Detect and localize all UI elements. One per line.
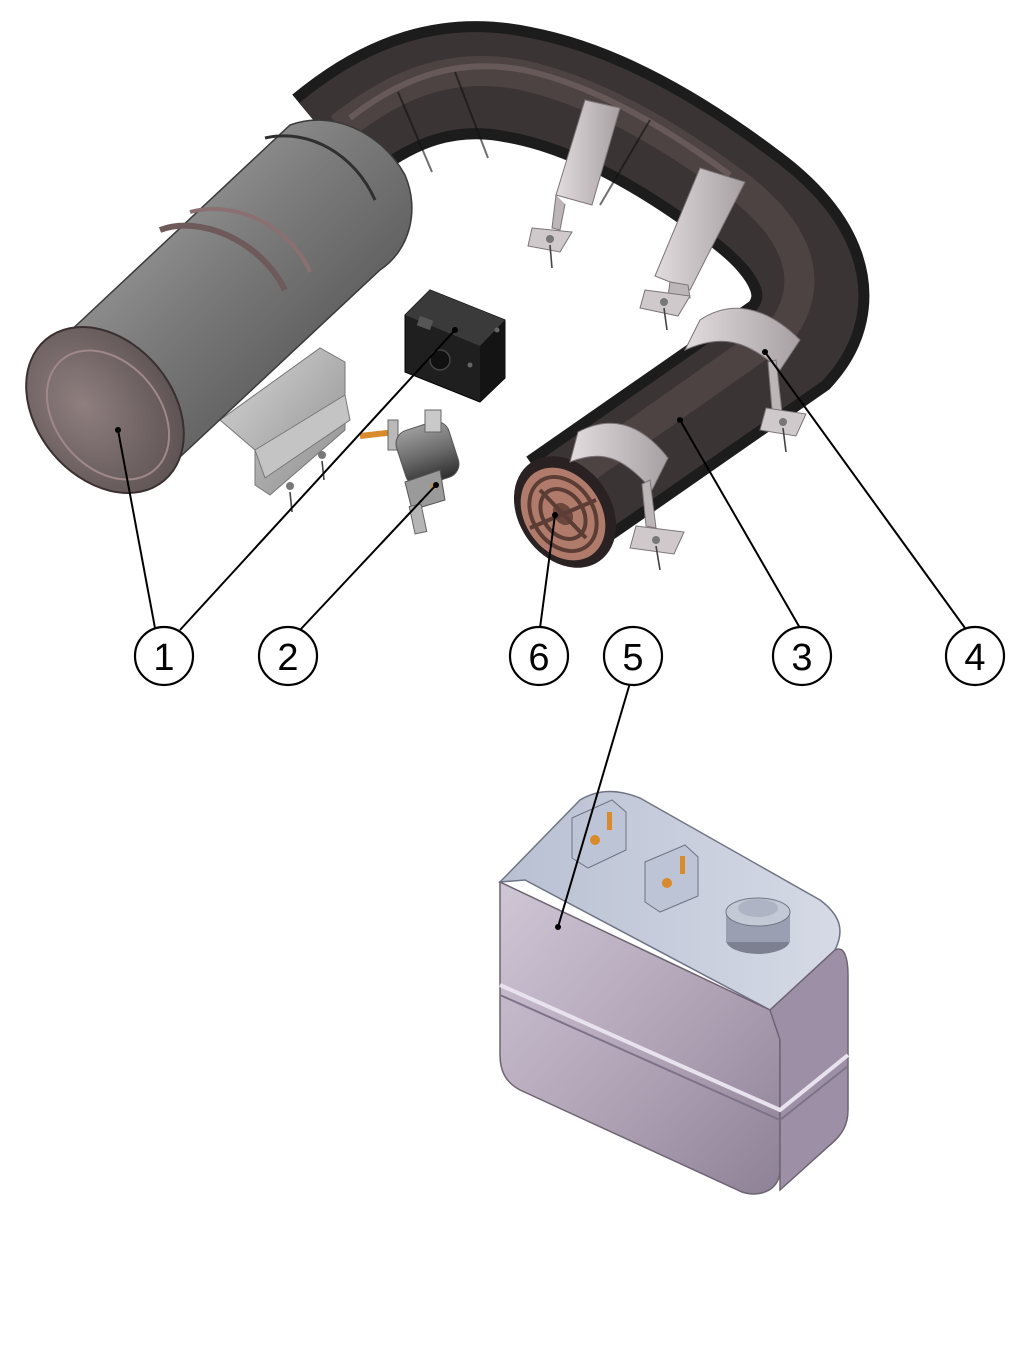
leader-6 [539,514,556,629]
leader-1b [179,329,456,631]
leader-lines [115,327,966,930]
callout-6: 6 [508,625,570,687]
leader-3 [679,419,801,629]
fuel-pump [359,409,460,535]
callout-3-label: 3 [791,637,812,679]
callout-3: 3 [771,625,833,687]
hose-clamps [527,99,807,571]
callout-1-label: 1 [153,637,174,679]
duct-outlet-grille [513,456,617,568]
callout-4: 4 [944,625,1006,687]
callout-2: 2 [257,625,319,687]
callout-2-label: 2 [277,637,298,679]
heater-unit [25,119,413,513]
callout-5: 5 [602,625,664,687]
leader-2 [299,484,437,631]
callout-4-label: 4 [964,637,985,679]
callout-1: 1 [133,625,195,687]
control-panel [404,289,506,403]
air-duct [292,21,870,554]
leader-4 [764,351,966,629]
callout-6-label: 6 [528,637,549,679]
leader-5 [557,682,631,928]
callout-5-label: 5 [622,637,643,679]
leader-1a [117,429,156,629]
fuel-tank [498,790,850,1195]
